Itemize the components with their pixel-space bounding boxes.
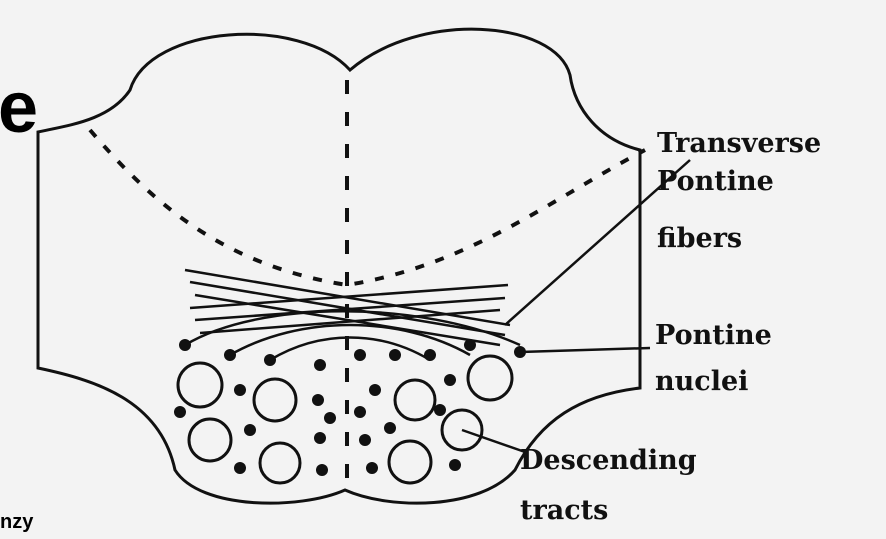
cropped-slide-text: nzy — [0, 512, 33, 532]
pontine-nuclei-dots — [174, 339, 526, 476]
label-transverse: Transverse — [657, 130, 821, 157]
pons-outline — [38, 29, 640, 503]
leader-lines — [462, 160, 690, 452]
basilar-boundary-dashed — [90, 130, 645, 285]
label-descending-line1: Descending — [520, 447, 697, 474]
label-pontine-nuclei-line2: nuclei — [655, 368, 748, 395]
cropped-slide-letter: e — [0, 72, 38, 144]
label-pontine-nuclei-line1: Pontine — [655, 322, 772, 349]
label-pontine-fibers-line1: Pontine — [657, 168, 774, 195]
label-descending-line2: tracts — [520, 497, 608, 524]
label-pontine-fibers-line2: fibers — [657, 225, 742, 252]
